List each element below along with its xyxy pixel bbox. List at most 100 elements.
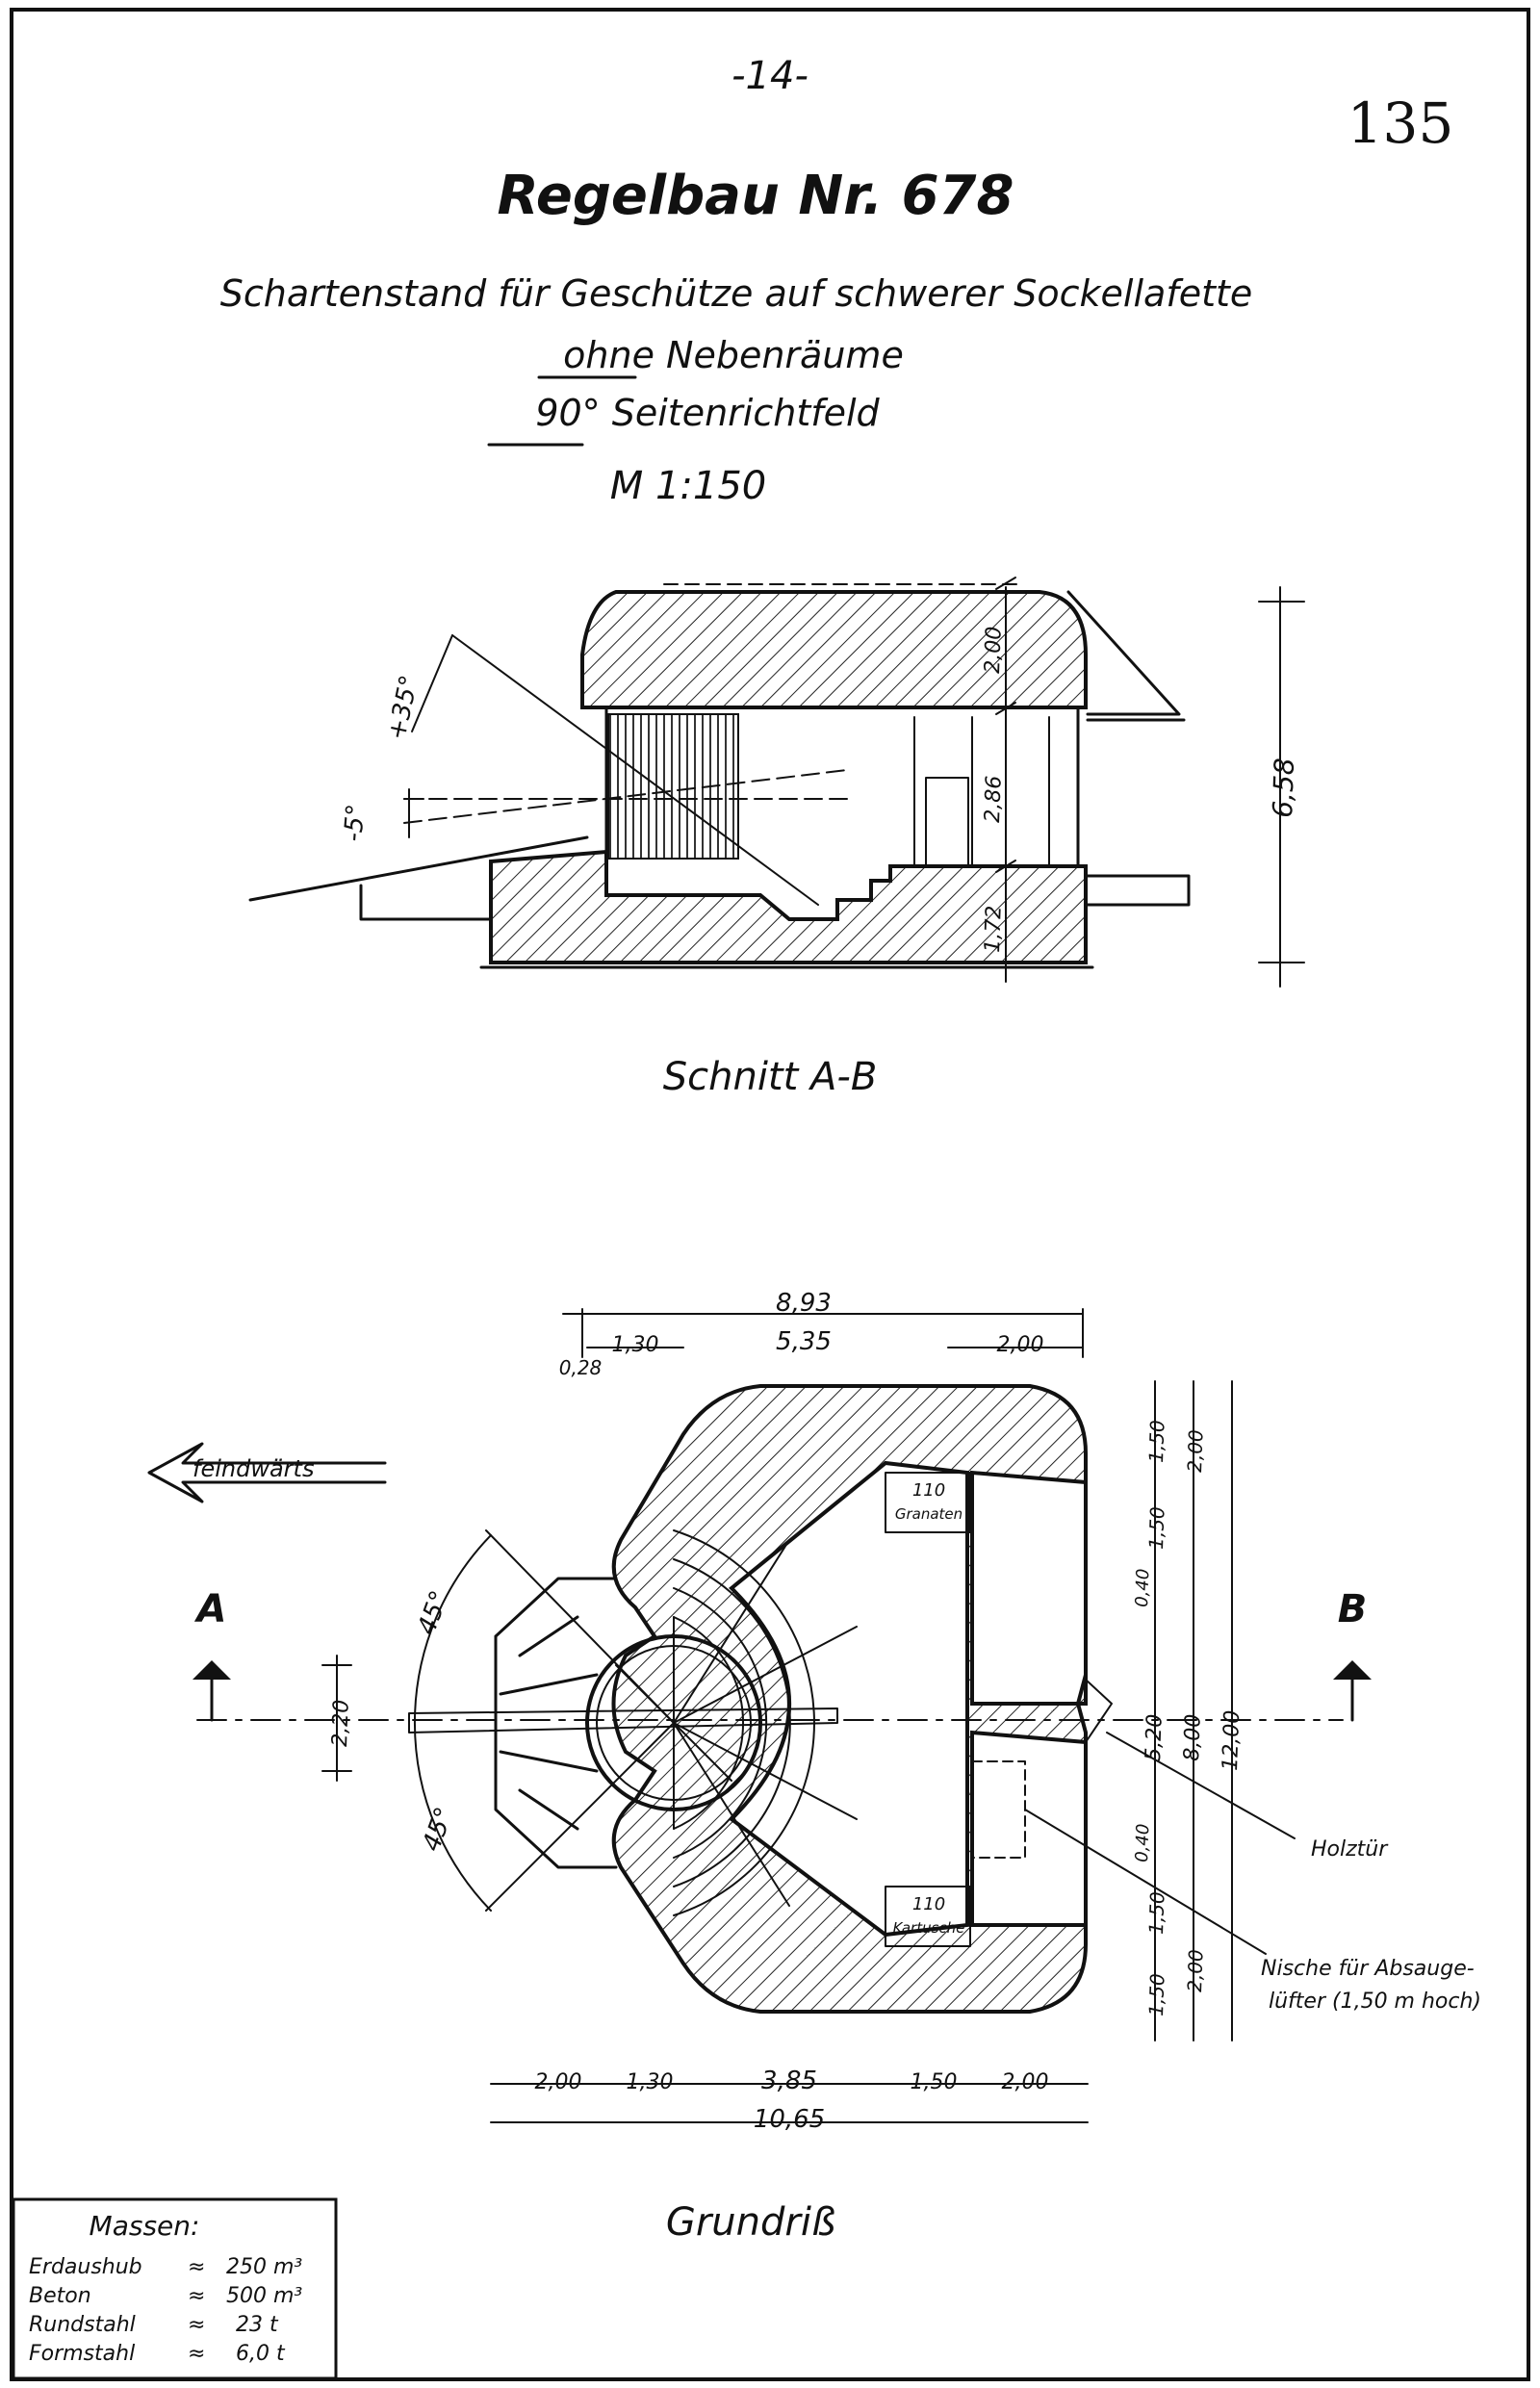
- masses-value-0: 250 m³: [226, 2255, 302, 2279]
- section-canopy: [1066, 590, 1181, 716]
- firing-arc-3: [673, 1587, 768, 1859]
- masses-label-2: Rundstahl: [29, 2313, 136, 2337]
- dim-right-top2: 1,50: [1144, 1506, 1169, 1550]
- masses-label-3: Formstahl: [29, 2342, 135, 2366]
- elev-up-label: +35°: [383, 673, 424, 743]
- gun-barrel-lower: [403, 769, 848, 824]
- dim-bottom-c: 3,85: [761, 2067, 817, 2095]
- dim-bottom-a: 2,00: [535, 2070, 582, 2094]
- masses-label-0: Erdaushub: [29, 2255, 142, 2279]
- angle-top-label: 45°: [412, 1587, 454, 1639]
- firing-arc-4: [673, 1616, 744, 1830]
- niche-bottom-number: 110: [912, 1894, 945, 1914]
- dim-right-bottom-small: 0,40: [1132, 1823, 1153, 1862]
- plan-view: 110 Granaten 110 Kartusche A B: [147, 1289, 1481, 2245]
- gun-shield: [607, 713, 739, 860]
- masses-eq-0: ≈: [188, 2255, 205, 2279]
- subtitle-line-3: 90° Seitenrichtfeld: [535, 392, 880, 434]
- dim-right-top-small: 0,40: [1132, 1568, 1153, 1607]
- firing-arc-2: [673, 1558, 791, 1887]
- niche-leader: [1024, 1809, 1267, 1955]
- masses-eq-3: ≈: [188, 2342, 205, 2366]
- section-floor: [489, 849, 1088, 964]
- header: -14- 135 Regelbau Nr. 678 Schartenstand …: [220, 54, 1454, 508]
- gun-barrel-plan: [408, 1708, 838, 1733]
- niche-bottom-name: Kartusche: [893, 1919, 965, 1937]
- dim-total: 6,58: [1267, 757, 1300, 818]
- masses-eq-2: ≈: [188, 2313, 205, 2337]
- masses-table: Massen: Erdaushub ≈ 250 m³ Beton ≈ 500 m…: [12, 2197, 338, 2380]
- dim-right-bot-sum: 2,00: [1183, 1949, 1208, 1992]
- direction-label: feindwärts: [192, 1455, 314, 1482]
- gun-barrel-upper: [451, 634, 819, 906]
- dim-bottom-e: 2,00: [1002, 2070, 1049, 2094]
- angle-ray-bottom: [485, 1722, 675, 1912]
- masses-box: [12, 2197, 338, 2380]
- marker-a-arrow: [192, 1660, 231, 1680]
- masses-label-1: Beton: [29, 2284, 91, 2308]
- section-door: [925, 777, 969, 867]
- dim-roof: 2,00: [981, 626, 1007, 674]
- dim-bottom-d: 1,50: [911, 2070, 958, 2094]
- dim-right-mid: 8,00: [1180, 1713, 1206, 1761]
- dim-bottom-b: 1,30: [627, 2070, 674, 2094]
- masses-value-2: 23 t: [236, 2313, 279, 2337]
- drawing-title: Regelbau Nr. 678: [498, 165, 1014, 227]
- elev-ref-up: [411, 634, 453, 732]
- masses-value-3: 6,0 t: [236, 2342, 286, 2366]
- masses-eq-1: ≈: [188, 2284, 205, 2308]
- subtitle-line-2: ohne Nebenräume: [563, 334, 904, 376]
- note-niche-2: lüfter (1,50 m hoch): [1269, 1990, 1481, 2014]
- niche-top-number: 110: [912, 1480, 945, 1501]
- niche-bottom-box: [885, 1886, 971, 1947]
- dim-tick-b: [995, 702, 1016, 715]
- dim-right-top1: 1,50: [1144, 1420, 1169, 1463]
- terrain-slope: [248, 835, 589, 902]
- fan-ray-2: [673, 1626, 858, 1724]
- angle-ray-top: [485, 1529, 675, 1724]
- niche-top-name: Granaten: [895, 1505, 962, 1523]
- fan-ray-4: [673, 1722, 790, 1907]
- fan-ray-3: [673, 1722, 858, 1820]
- dim-right-bot1: 1,50: [1144, 1891, 1169, 1935]
- marker-b-arrow: [1333, 1660, 1372, 1680]
- drawing-subtitle: Schartenstand für Geschütze auf schwerer…: [220, 272, 1253, 315]
- dim-bottom-overall: 10,65: [754, 2105, 825, 2134]
- door-leader: [1106, 1732, 1296, 1839]
- dim-top-left: 1,30: [612, 1333, 659, 1357]
- plan-wall-body: [611, 1384, 1088, 2014]
- fan-ray-1: [673, 1539, 790, 1724]
- dim-top-inner: 5,35: [776, 1327, 832, 1356]
- dim-floor: 1,72: [981, 905, 1007, 953]
- dim-top-overall: 8,93: [776, 1289, 832, 1318]
- entrance-door: [1085, 1679, 1113, 1743]
- dim-right-bot2: 1,50: [1144, 1973, 1169, 2016]
- dim-embrasure: 2,20: [328, 1699, 354, 1747]
- section-caption: Schnitt A-B: [663, 1055, 878, 1099]
- drawing-scale: M 1:150: [610, 464, 767, 508]
- masses-value-1: 500 m³: [226, 2284, 302, 2308]
- section-marker-b: B: [1338, 1587, 1368, 1631]
- page-marker: -14-: [732, 54, 808, 98]
- dim-top-right: 2,00: [997, 1333, 1044, 1357]
- dim-tick-c: [995, 860, 1016, 873]
- dim-room: 2,86: [981, 775, 1007, 823]
- dim-right-overall: 12,00: [1219, 1709, 1245, 1771]
- masses-title: Massen:: [90, 2210, 200, 2242]
- ventilator-niche: [971, 1760, 1026, 1859]
- page-frame: [10, 8, 1530, 2381]
- niche-top-box: [885, 1472, 971, 1533]
- section-marker-a: A: [194, 1587, 227, 1631]
- embrasure-steps: [494, 1577, 618, 1869]
- feindwaerts-arrow: [147, 1442, 387, 1503]
- section-view: +35° -5° 2,00 2,86 1,72 6,58 Schnitt A-B: [248, 577, 1305, 1099]
- page-number: 135: [1348, 90, 1454, 156]
- elev-down-label: -5°: [339, 803, 371, 842]
- angle-arc: [414, 1534, 492, 1912]
- dim-tick-a: [995, 577, 1016, 590]
- dim-right-opening: 5,20: [1142, 1713, 1168, 1761]
- plan-caption: Grundriß: [666, 2200, 835, 2245]
- dim-top-left-small: 0,28: [559, 1356, 603, 1379]
- note-door: Holztür: [1311, 1837, 1389, 1862]
